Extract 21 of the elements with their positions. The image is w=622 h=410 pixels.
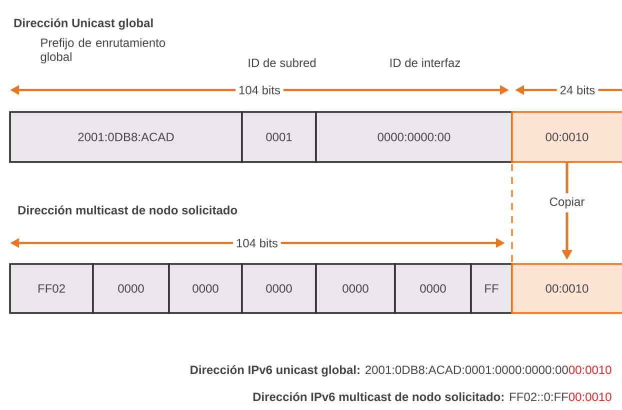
address-field: FF (470, 263, 513, 314)
dimension-label: 24 bits (556, 82, 598, 98)
address-line: Dirección IPv6 unicast global: 2001:0DB8:ACAD:0001:0000:0000:0000:0010 (190, 365, 612, 377)
address-field: 0000 (241, 263, 317, 314)
address-field: 00:0010 (511, 111, 622, 163)
address-line: Dirección IPv6 multicast de nodo solicitado: FF02::0:FF00:0010 (253, 392, 612, 402)
section-heading: Dirección multicast de nodo solicitado (18, 206, 238, 214)
field-label: ID de subred (248, 58, 316, 68)
field-label: ID de interfaz (390, 58, 460, 68)
address-field: FF02 (9, 263, 94, 314)
field-label: Prefijo de enrutamiento global (40, 38, 166, 64)
address-field: 0000 (315, 263, 396, 314)
address-field: 00:0010 (511, 263, 622, 314)
address-field: 0000 (168, 263, 243, 314)
edge-label: Copiar (545, 193, 589, 212)
address-field: 0001 (241, 111, 317, 163)
dimension-label: 104 bits (236, 82, 284, 98)
section-heading: Dirección Unicast global (14, 18, 153, 30)
address-field: 0000 (92, 263, 170, 314)
address-field: 0000 (394, 263, 472, 314)
dimension-label: 104 bits (233, 236, 282, 250)
